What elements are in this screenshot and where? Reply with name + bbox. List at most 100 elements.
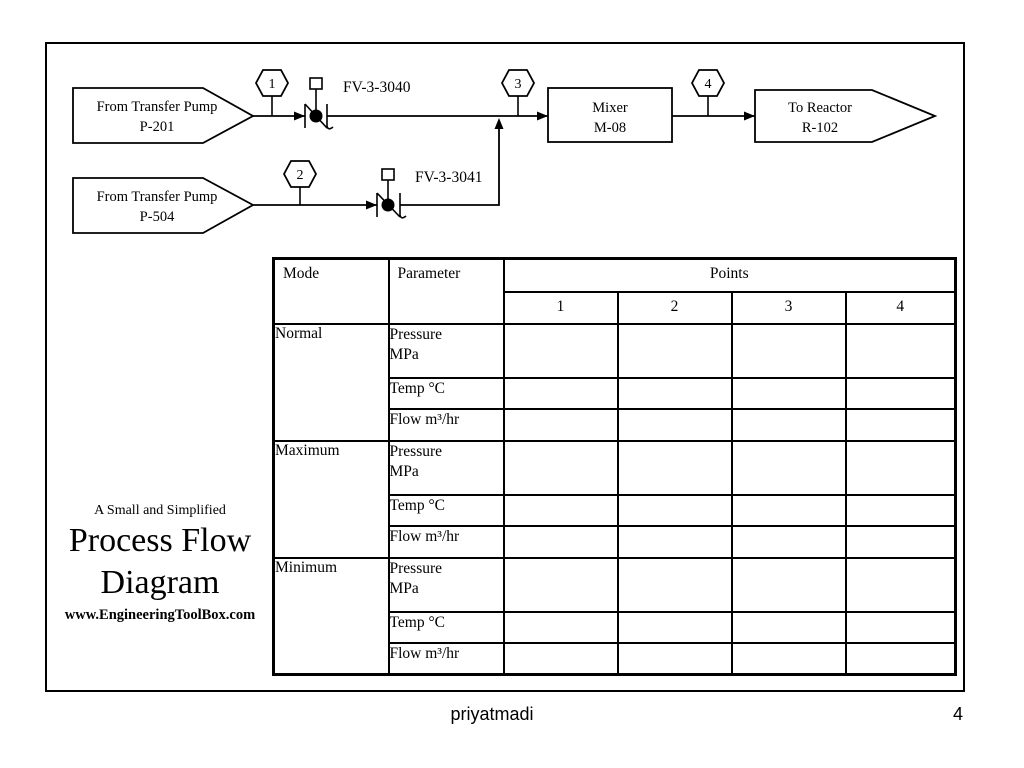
- stream-in-shape: [72, 177, 255, 234]
- destination-reactor-r102: To Reactor R-102: [754, 89, 938, 143]
- col-header-point-4: 4: [844, 290, 957, 325]
- pipe-valve2-to-junction: [400, 121, 500, 206]
- value-cell: [730, 524, 847, 559]
- value-cell: [844, 407, 957, 442]
- value-cell: [616, 556, 733, 613]
- stream-point-1: 1: [254, 69, 290, 97]
- pipe-lines: [253, 96, 755, 206]
- col-header-mode: Mode: [272, 257, 390, 325]
- source-tag: P-201: [140, 119, 175, 135]
- value-cell: [730, 407, 847, 442]
- col-header-point-2: 2: [616, 290, 733, 325]
- stream-in-shape: [72, 87, 255, 144]
- value-cell: [502, 641, 619, 676]
- value-cell: [844, 641, 957, 676]
- parameter-label: Flow m³/hr: [387, 524, 505, 559]
- valve-tag: FV-3-3040: [343, 79, 411, 96]
- parameter-label: Pressure MPa: [387, 556, 505, 613]
- flow-arrow-icon: [366, 200, 377, 210]
- value-cell: [502, 322, 619, 379]
- parameter-label: Temp °C: [387, 610, 505, 644]
- caption-title-line2: Diagram: [100, 564, 220, 602]
- hexagon-icon: [282, 160, 318, 188]
- source-label: From Transfer Pump: [97, 189, 218, 205]
- mixer-tag: M-08: [594, 120, 626, 136]
- stream-point-2: 2: [282, 160, 318, 188]
- valve-ball-icon: [381, 198, 395, 212]
- value-cell: [730, 376, 847, 410]
- mixer-m08: Mixer M-08: [547, 87, 673, 143]
- value-cell: [502, 610, 619, 644]
- value-cell: [844, 439, 957, 496]
- hexagon-icon: [500, 69, 536, 97]
- source-label: From Transfer Pump: [97, 99, 218, 115]
- value-cell: [616, 641, 733, 676]
- value-cell: [616, 407, 733, 442]
- flow-arrow-icon: [537, 111, 548, 121]
- point-number: 4: [705, 77, 712, 92]
- flow-arrow-icon: [294, 111, 305, 121]
- value-cell: [730, 641, 847, 676]
- hexagon-icon: [254, 69, 290, 97]
- value-cell: [616, 439, 733, 496]
- valve-ball-icon: [309, 109, 323, 123]
- col-header-points: Points: [502, 257, 957, 293]
- destination-tag: R-102: [802, 120, 838, 136]
- value-cell: [616, 322, 733, 379]
- point-number: 3: [515, 77, 522, 92]
- value-cell: [844, 322, 957, 379]
- value-cell: [502, 439, 619, 496]
- mixer-box: [547, 87, 673, 143]
- value-cell: [730, 556, 847, 613]
- footer-page-number: 4: [952, 704, 963, 724]
- flow-arrows: [294, 111, 755, 210]
- value-cell: [844, 376, 957, 410]
- col-header-point-1: 1: [502, 290, 619, 325]
- actuator-icon: [381, 168, 395, 181]
- caption-subtitle: A Small and Simplified: [94, 503, 226, 518]
- flow-arrow-up-icon: [494, 118, 504, 129]
- stream-point-3: 3: [500, 69, 536, 97]
- actuator-icon: [309, 77, 323, 90]
- value-cell: [502, 524, 619, 559]
- value-cell: [844, 524, 957, 559]
- source-pump-p504: From Transfer Pump P-504: [72, 177, 255, 234]
- destination-label: To Reactor: [788, 100, 852, 116]
- stream-out-shape: [754, 89, 938, 143]
- caption-website: www.EngineeringToolBox.com: [64, 606, 256, 623]
- value-cell: [502, 407, 619, 442]
- value-cell: [616, 610, 733, 644]
- parameter-label: Pressure MPa: [387, 322, 505, 379]
- control-valve-fv-3-3040: FV-3-3040: [304, 77, 411, 130]
- footer-author: priyatmadi: [450, 704, 534, 724]
- parameter-label: Flow m³/hr: [387, 407, 505, 442]
- source-tag: P-504: [140, 209, 175, 225]
- stream-point-4: 4: [690, 69, 726, 97]
- caption-block: A Small and Simplified Process Flow Diag…: [45, 503, 275, 624]
- value-cell: [616, 493, 733, 527]
- value-cell: [616, 376, 733, 410]
- parameter-label: Flow m³/hr: [387, 641, 505, 676]
- control-valve-fv-3-3041: FV-3-3041: [376, 168, 482, 219]
- parameters-table: Mode Parameter Points 1 2 3 4 Normal Pre…: [272, 257, 958, 676]
- value-cell: [502, 493, 619, 527]
- mode-label: Maximum: [272, 439, 390, 559]
- col-header-parameter: Parameter: [387, 257, 505, 325]
- value-cell: [844, 610, 957, 644]
- value-cell: [844, 556, 957, 613]
- value-cell: [616, 524, 733, 559]
- parameter-label: Temp °C: [387, 376, 505, 410]
- mixer-label: Mixer: [592, 100, 628, 116]
- value-cell: [844, 493, 957, 527]
- caption-title-line1: Process Flow: [68, 521, 252, 559]
- value-cell: [730, 322, 847, 379]
- point-number: 2: [297, 168, 304, 183]
- mode-label: Minimum: [272, 556, 390, 676]
- mode-label: Normal: [272, 322, 390, 442]
- value-cell: [730, 439, 847, 496]
- point-number: 1: [269, 77, 276, 92]
- source-pump-p201: From Transfer Pump P-201: [72, 87, 255, 144]
- col-header-point-3: 3: [730, 290, 847, 325]
- valve-tag: FV-3-3041: [415, 169, 482, 186]
- parameter-label: Pressure MPa: [387, 439, 505, 496]
